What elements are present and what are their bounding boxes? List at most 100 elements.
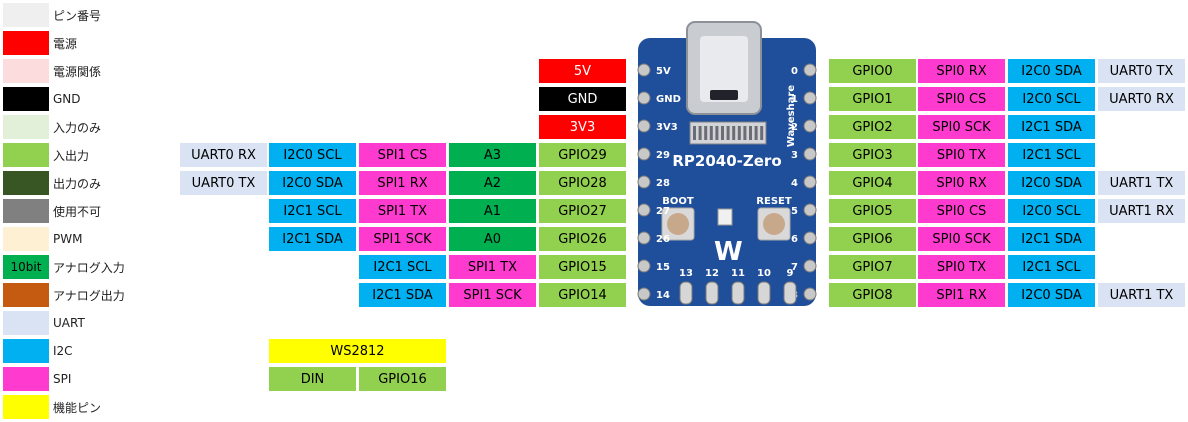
- board-pin-label: 11: [731, 268, 745, 279]
- board-pin-label: 26: [656, 234, 670, 245]
- pin-cell-i2c0-sda: I2C0 SDA: [1008, 283, 1095, 307]
- pad-left: [637, 147, 651, 161]
- pad-right: [803, 119, 817, 133]
- ws2812-led: [717, 208, 733, 226]
- pin-cell-i2c0-scl: I2C0 SCL: [1008, 199, 1095, 223]
- pin-cell-i2c1-sda: I2C1 SDA: [1008, 227, 1095, 251]
- pin-cell-spi0-sck: SPI0 SCK: [918, 227, 1005, 251]
- pin-cell-3v3: 3V3: [539, 115, 626, 139]
- pad-left: [637, 203, 651, 217]
- header-pin: [760, 126, 764, 140]
- legend-label: 電源: [53, 36, 78, 51]
- legend-swatch: 10bit: [3, 255, 49, 279]
- pin-cell-i2c1-scl: I2C1 SCL: [359, 255, 446, 279]
- legend-swatch: [3, 339, 49, 363]
- pad-left: [637, 287, 651, 301]
- legend-label: 入出力: [53, 148, 90, 163]
- pin-cell-uart1-tx: UART1 TX: [1098, 171, 1185, 195]
- boot-label: BOOT: [662, 196, 694, 207]
- pin-cell-uart0-tx: UART0 TX: [180, 171, 267, 195]
- legend-swatch: [3, 199, 49, 223]
- board-pin-label: GND: [656, 94, 681, 105]
- header-pin: [715, 126, 719, 140]
- board-pin-label: 7: [791, 262, 798, 273]
- pin-cell-gpio27: GPIO27: [539, 199, 626, 223]
- waveshare-logo-icon: W: [714, 237, 743, 267]
- pad-bottom: [757, 281, 771, 305]
- pin-cell-gpio8: GPIO8: [829, 283, 916, 307]
- pin-cell-a3: A3: [449, 143, 536, 167]
- pad-right: [803, 147, 817, 161]
- reset-label: RESET: [756, 196, 792, 207]
- legend-swatch: [3, 3, 49, 27]
- header-pin: [709, 126, 713, 140]
- ws2812-title: WS2812: [269, 339, 446, 363]
- legend-label: PWM: [53, 232, 83, 246]
- pin-cell-i2c0-sda: I2C0 SDA: [1008, 171, 1095, 195]
- pad-right: [803, 287, 817, 301]
- pad-left: [637, 259, 651, 273]
- legend-swatch: [3, 115, 49, 139]
- pin-cell-i2c0-scl: I2C0 SCL: [269, 143, 356, 167]
- header-pin: [732, 126, 736, 140]
- pin-cell-spi1-rx: SPI1 RX: [918, 283, 1005, 307]
- pin-cell-i2c1-sda: I2C1 SDA: [269, 227, 356, 251]
- pad-bottom: [705, 281, 719, 305]
- pad-right: [803, 63, 817, 77]
- board-pin-label: 12: [705, 268, 719, 279]
- pin-cell-i2c1-scl: I2C1 SCL: [269, 199, 356, 223]
- board-pin-label: 13: [679, 268, 693, 279]
- pin-cell-i2c1-sda: I2C1 SDA: [359, 283, 446, 307]
- pad-left: [637, 175, 651, 189]
- legend-label: アナログ入力: [53, 260, 125, 275]
- pin-cell-gnd: GND: [539, 87, 626, 111]
- pin-cell-gpio4: GPIO4: [829, 171, 916, 195]
- pin-cell-i2c0-sda: I2C0 SDA: [269, 171, 356, 195]
- pin-cell-spi0-sck: SPI0 SCK: [918, 115, 1005, 139]
- pin-cell-gpio26: GPIO26: [539, 227, 626, 251]
- pin-cell-spi0-cs: SPI0 CS: [918, 87, 1005, 111]
- board-pin-label: 29: [656, 150, 670, 161]
- header-pin: [743, 126, 747, 140]
- pin-cell-gpio0: GPIO0: [829, 59, 916, 83]
- pin-cell-gpio5: GPIO5: [829, 199, 916, 223]
- pin-cell-spi1-cs: SPI1 CS: [359, 143, 446, 167]
- pin-cell-spi0-cs: SPI0 CS: [918, 199, 1005, 223]
- pin-cell-spi1-tx: SPI1 TX: [359, 199, 446, 223]
- legend-label: 出力のみ: [53, 176, 102, 191]
- board-pin-label: 6: [791, 234, 798, 245]
- pin-cell-gpio16: GPIO16: [359, 367, 446, 391]
- legend-swatch: [3, 87, 49, 111]
- board-pin-label: 3V3: [656, 122, 678, 133]
- pin-cell-uart0-rx: UART0 RX: [1098, 87, 1185, 111]
- legend-label: 機能ピン: [53, 400, 102, 415]
- pad-left: [637, 91, 651, 105]
- pin-cell-uart0-tx: UART0 TX: [1098, 59, 1185, 83]
- pin-cell-a1: A1: [449, 199, 536, 223]
- legend-label: アナログ出力: [53, 288, 125, 303]
- legend-swatch: [3, 143, 49, 167]
- legend-swatch: [3, 367, 49, 391]
- board-brand: Waveshare: [786, 85, 797, 147]
- board-pin-label: 5: [791, 206, 798, 217]
- board-pin-label: 3: [791, 150, 798, 161]
- board-pin-label: 4: [791, 178, 798, 189]
- pad-bottom: [679, 281, 693, 305]
- pin-cell-spi1-sck: SPI1 SCK: [359, 227, 446, 251]
- board-pin-label: 28: [656, 178, 670, 189]
- board-pin-label: 5V: [656, 66, 671, 77]
- header-pin: [749, 126, 752, 140]
- pin-cell-gpio3: GPIO3: [829, 143, 916, 167]
- pin-cell-i2c0-sda: I2C0 SDA: [1008, 59, 1095, 83]
- pin-cell-gpio1: GPIO1: [829, 87, 916, 111]
- board-pin-label: 9: [787, 268, 794, 279]
- pad-bottom: [783, 281, 797, 305]
- pin-cell-spi1-tx: SPI1 TX: [449, 255, 536, 279]
- legend-label: UART: [53, 316, 85, 330]
- board-pin-label: 14: [656, 290, 670, 301]
- pin-cell-i2c0-scl: I2C0 SCL: [1008, 87, 1095, 111]
- header-pin: [698, 126, 702, 140]
- pin-cell-spi0-rx: SPI0 RX: [918, 59, 1005, 83]
- pin-cell-uart1-tx: UART1 TX: [1098, 283, 1185, 307]
- legend-label: I2C: [53, 344, 73, 358]
